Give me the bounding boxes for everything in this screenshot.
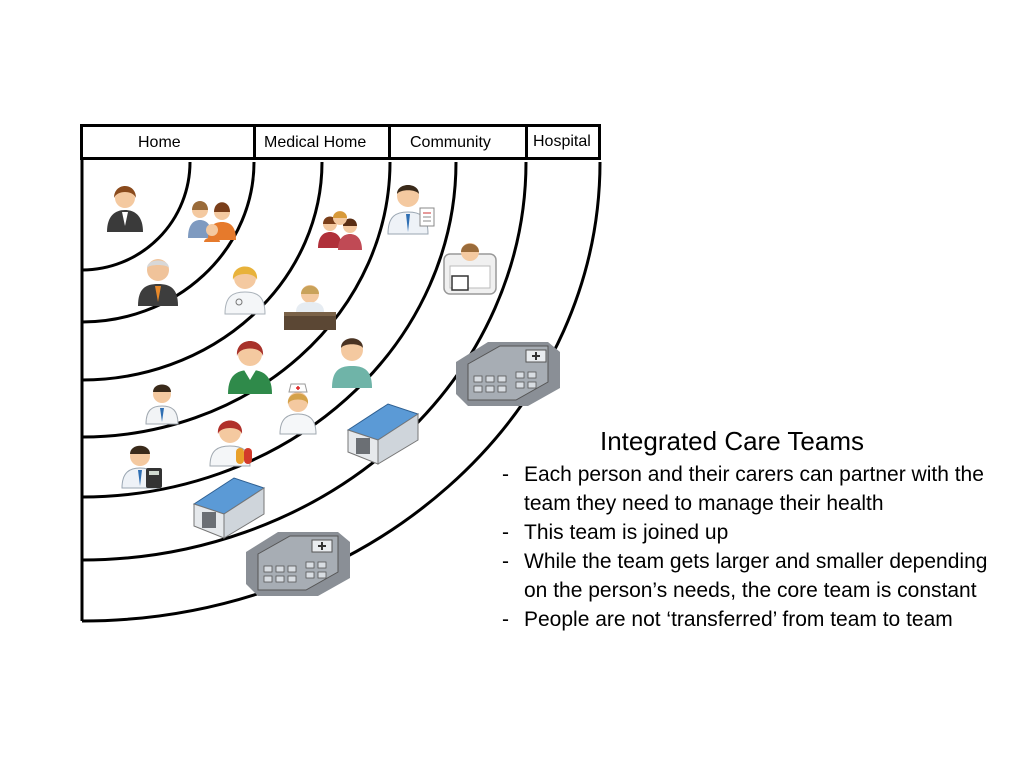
hospital-bed-patient-icon <box>443 243 497 295</box>
bullet-text: Each person and their carers can partner… <box>524 463 984 515</box>
receptionist-desk-icon <box>284 285 336 330</box>
header-box-community <box>388 124 528 160</box>
header-box-home <box>80 124 256 160</box>
panel-title: Integrated Care Teams <box>600 426 864 456</box>
list-item: - While the team gets larger and smaller… <box>502 547 1002 605</box>
ring-arc-5 <box>81 161 458 499</box>
ring-arc-3 <box>81 161 324 382</box>
bullet-dash: - <box>502 521 509 544</box>
patient-woman-icon <box>107 186 143 232</box>
pharmacist-icon <box>145 384 179 425</box>
bullet-text: This team is joined up <box>524 521 729 544</box>
ring-arc-7 <box>81 161 602 623</box>
doctor-calculator-icon <box>121 445 162 489</box>
clinic-building-icon <box>192 477 266 539</box>
header-hospital: Hospital <box>533 133 591 150</box>
list-item: - Each person and their carers can partn… <box>502 460 1002 518</box>
header-medical-home: Medical Home <box>264 134 367 151</box>
list-item: - This team is joined up <box>502 518 1002 547</box>
header-community: Community <box>410 134 491 151</box>
header-box-medical-home <box>253 124 391 160</box>
bullet-dash: - <box>502 550 509 573</box>
doctor-icon <box>387 185 435 235</box>
ring-arc-1 <box>81 161 192 272</box>
ring-arc-4 <box>81 161 392 439</box>
man-teal-icon <box>332 338 372 388</box>
bullet-text: People are not ‘transferred’ from team t… <box>524 608 953 631</box>
nurse-cap-icon <box>279 383 317 435</box>
header-home: Home <box>138 134 181 151</box>
pharmacist-pills-icon <box>209 420 252 467</box>
elderly-man-icon <box>138 259 178 306</box>
header-box-hospital <box>525 124 601 160</box>
bullet-dash: - <box>502 608 509 631</box>
carer-group-icon <box>318 211 362 250</box>
bullet-text: While the team gets larger and smaller d… <box>524 550 988 602</box>
hospital-building-icon <box>246 532 350 596</box>
hospital-building-icon <box>456 342 560 406</box>
clinic-building-icon <box>346 403 420 465</box>
bullet-list: - Each person and their carers can partn… <box>502 460 1002 634</box>
ring-arc-2 <box>81 161 256 324</box>
nurse-woman-icon <box>224 266 266 315</box>
family-icon <box>188 201 236 242</box>
clinician-green-icon <box>228 341 272 394</box>
bullet-dash: - <box>502 463 509 486</box>
list-item: - People are not ‘transferred’ from team… <box>502 605 1002 634</box>
